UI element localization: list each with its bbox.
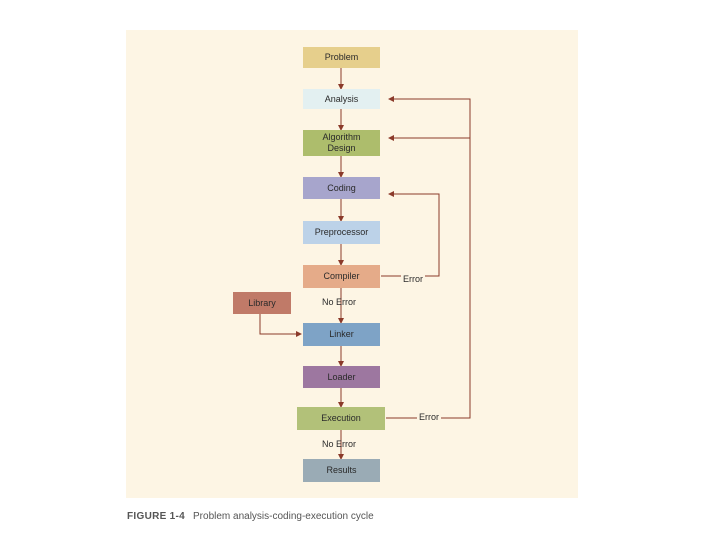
- node-execution: Execution: [297, 407, 385, 430]
- arrow-library-linker: [259, 314, 302, 337]
- node-algorithm-design: Algorithm Design: [303, 130, 380, 156]
- node-compiler: Compiler: [303, 265, 380, 288]
- node-preprocessor: Preprocessor: [303, 221, 380, 244]
- figure-number: FIGURE 1-4: [127, 511, 186, 522]
- figure-caption: FIGURE 1-4 Problem analysis-coding-execut…: [127, 511, 374, 522]
- arrow-compiler-error-loop: [381, 191, 440, 277]
- label-compiler-no-error: No Error: [322, 297, 357, 307]
- node-loader: Loader: [303, 366, 380, 388]
- node-linker: Linker: [303, 323, 380, 346]
- node-library: Library: [233, 292, 291, 314]
- label-execution-no-error: No Error: [322, 439, 357, 449]
- arrow-execution-error-loop: [386, 96, 471, 419]
- label-execution-error: Error: [417, 412, 441, 422]
- node-results: Results: [303, 459, 380, 482]
- label-compiler-error: Error: [401, 274, 425, 284]
- figure-caption-text: Problem analysis-coding-execution cycle: [193, 511, 374, 522]
- node-problem: Problem: [303, 47, 380, 68]
- node-coding: Coding: [303, 177, 380, 199]
- node-analysis: Analysis: [303, 89, 380, 109]
